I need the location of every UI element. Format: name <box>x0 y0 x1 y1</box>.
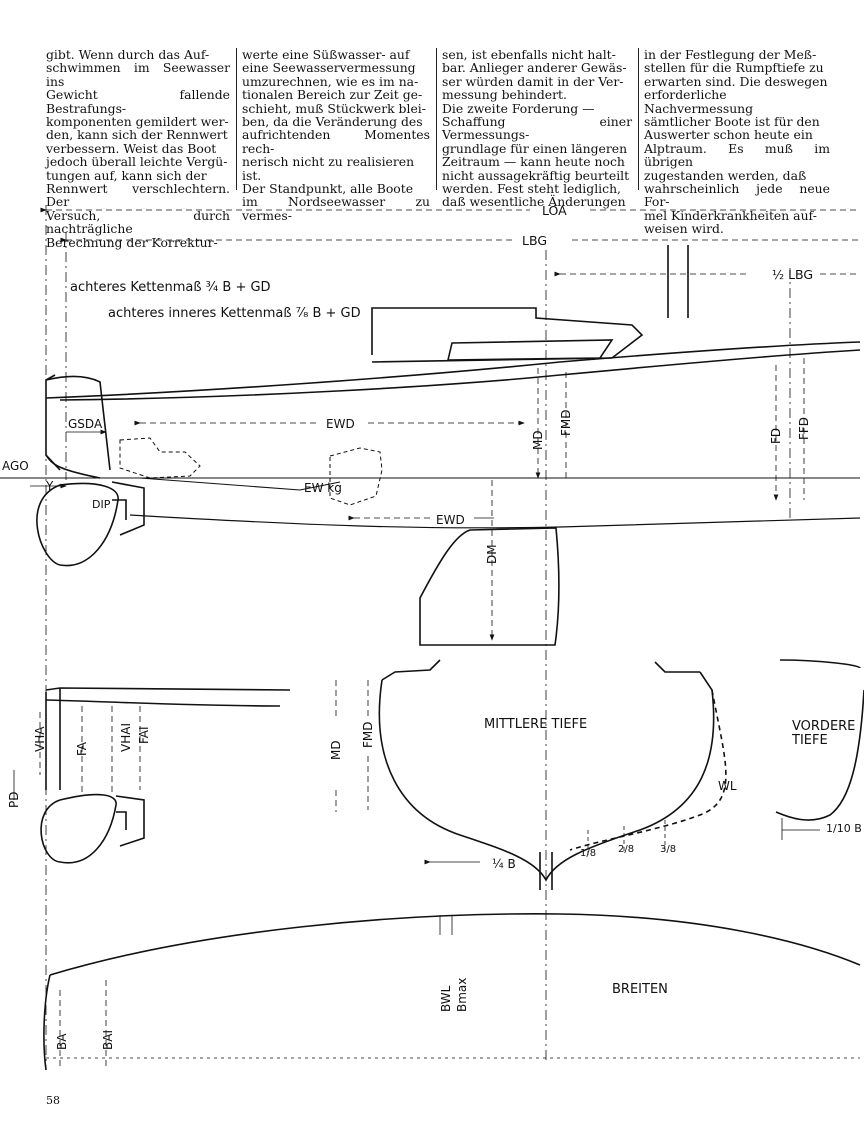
text-line: Alptraum. Es muß im übrigen <box>644 140 830 170</box>
label-ffd: FFD <box>797 417 811 440</box>
label-ewd-lower: EWD <box>436 513 465 527</box>
label-ba: BA <box>55 1033 69 1050</box>
label-fai: FAI <box>137 726 151 744</box>
text-line: nicht aussagekräftig beurteilt <box>442 167 630 183</box>
label-ew-kg: EW kg <box>304 481 342 495</box>
text-line: ist. <box>242 167 262 183</box>
label-bmax: Bmax <box>455 978 469 1012</box>
text-line: schwimmen im Seewasser ins <box>46 60 230 89</box>
text-line: erforderliche Nachvermessung <box>644 87 754 116</box>
text-line: sen, ist ebenfalls nicht halt- <box>442 47 616 62</box>
label-ago: AGO <box>2 459 29 473</box>
text-line: Schaffung einer Vermessungs- <box>442 114 632 143</box>
text-line: in der Festlegung der Meß- <box>644 47 817 62</box>
text-line: Gewicht fallende Bestrafungs- <box>46 87 230 116</box>
label-eighth-2: 2/8 <box>618 844 634 855</box>
label-quarter-b: ¼ B <box>492 857 516 871</box>
text-column-1: gibt. Wenn durch das Auf-schwimmen im Se… <box>46 47 230 250</box>
text-line: den, kann sich der Rennwert <box>46 127 228 143</box>
text-column-4: in der Festlegung der Meß-stellen für di… <box>644 48 830 236</box>
label-achteres-inneres-kettenmass: achteres inneres Kettenmaß ⁷⁄₈ B + GD <box>108 306 361 321</box>
label-vhai: VHAI <box>119 723 133 752</box>
column-divider <box>638 48 639 190</box>
text-line: jedoch überall leichte Vergü- <box>46 154 228 170</box>
text-line: werden. Fest steht lediglich, <box>442 181 621 197</box>
text-line: Zeitraum — kann heute noch <box>442 154 625 170</box>
column-divider <box>236 48 237 190</box>
text-line: ser würden damit in der Ver- <box>442 73 624 89</box>
page-number: 58 <box>46 1094 60 1107</box>
label-achteres-kettenmass: achteres Kettenmaß ¾ B + GD <box>70 280 271 295</box>
column-divider <box>436 48 437 190</box>
label-breiten: BREITEN <box>612 982 668 997</box>
label-tenth-b: 1/10 B <box>826 822 862 835</box>
label-dip: DIP <box>92 498 111 511</box>
text-line: weisen wird. <box>644 221 724 237</box>
label-eighth-1: 1/8 <box>580 848 596 859</box>
label-md: MD <box>531 430 545 450</box>
text-line: ben, da die Veränderung des <box>242 114 423 130</box>
hull-measurement-drawing: LOA LBG ½ LBG achteres Kettenmaß ¾ B + G… <box>0 203 864 1071</box>
label-loa: LOA <box>542 203 567 218</box>
text-line: zugestanden werden, daß <box>644 167 807 183</box>
label-gsda: GSDA <box>68 417 103 431</box>
label-bwl: BWL <box>439 985 453 1012</box>
text-column-3: sen, ist ebenfalls nicht halt-bar. Anlie… <box>442 48 632 209</box>
text-line: bar. Anlieger anderer Gewäs- <box>442 60 627 76</box>
text-line: daß wesentliche Änderungen <box>442 194 626 210</box>
label-md-section: MD <box>329 740 343 760</box>
label-fa: FA <box>75 741 89 756</box>
text-line: tungen auf, kann sich der <box>46 167 207 183</box>
label-fmd-section: FMD <box>361 722 375 749</box>
label-vordere-tiefe-1: VORDERE <box>792 719 855 734</box>
label-bai: BAI <box>101 1030 115 1050</box>
text-line: schieht, muß Stückwerk blei- <box>242 100 426 116</box>
label-fmd: FMD <box>559 410 573 437</box>
text-line: wahrscheinlich jede neue For- <box>644 181 830 210</box>
text-line: Die zweite Forderung — <box>442 100 595 116</box>
text-line: tionalen Bereich zur Zeit ge- <box>242 87 423 103</box>
text-line: Versuch, durch nachträgliche <box>46 207 230 237</box>
text-line: gibt. Wenn durch das Auf- <box>46 47 210 62</box>
label-eighth-3: 3/8 <box>660 844 676 855</box>
text-line: Auswerter schon heute ein <box>644 127 813 143</box>
label-pd: PD <box>7 792 21 808</box>
text-line: nerisch nicht zu realisieren <box>242 154 415 170</box>
text-line: Rennwert verschlechtern. Der <box>46 181 230 210</box>
text-line: im Nordseewasser zu vermes- <box>242 194 430 223</box>
text-line: werte eine Süßwasser- auf <box>242 47 410 62</box>
text-line: komponenten gemildert wer- <box>46 114 229 130</box>
text-line: Berechnung der Korrektur- <box>46 234 218 250</box>
label-vordere-tiefe-2: TIEFE <box>791 733 828 748</box>
text-line: umzurechnen, wie es im na- <box>242 73 419 89</box>
label-mittlere-tiefe: MITTLERE TIEFE <box>484 717 587 732</box>
text-line: aufrichtenden Momentes rech- <box>242 127 430 156</box>
text-line: Der Standpunkt, alle Boote <box>242 181 414 197</box>
label-lbg: LBG <box>522 233 547 248</box>
label-fd: FD <box>769 428 783 444</box>
text-line: eine Seewasservermessung <box>242 60 416 76</box>
text-line: grundlage für einen längeren <box>442 140 628 156</box>
label-vha: VHA <box>33 726 47 752</box>
text-line: stellen für die Rumpftiefe zu <box>644 60 824 76</box>
label-dm: DM <box>485 544 499 564</box>
text-line: sämtlicher Boote ist für den <box>644 114 820 130</box>
text-line: mel Kinderkrankheiten auf- <box>644 207 817 223</box>
text-line: erwarten sind. Die deswegen <box>644 73 828 89</box>
label-half-lbg: ½ LBG <box>772 267 813 282</box>
label-y: Y <box>45 479 54 493</box>
text-line: verbessern. Weist das Boot <box>46 140 217 156</box>
text-line: messung behindert. <box>442 87 567 103</box>
label-ewd-upper: EWD <box>326 417 355 431</box>
label-wl: WL <box>718 779 737 793</box>
